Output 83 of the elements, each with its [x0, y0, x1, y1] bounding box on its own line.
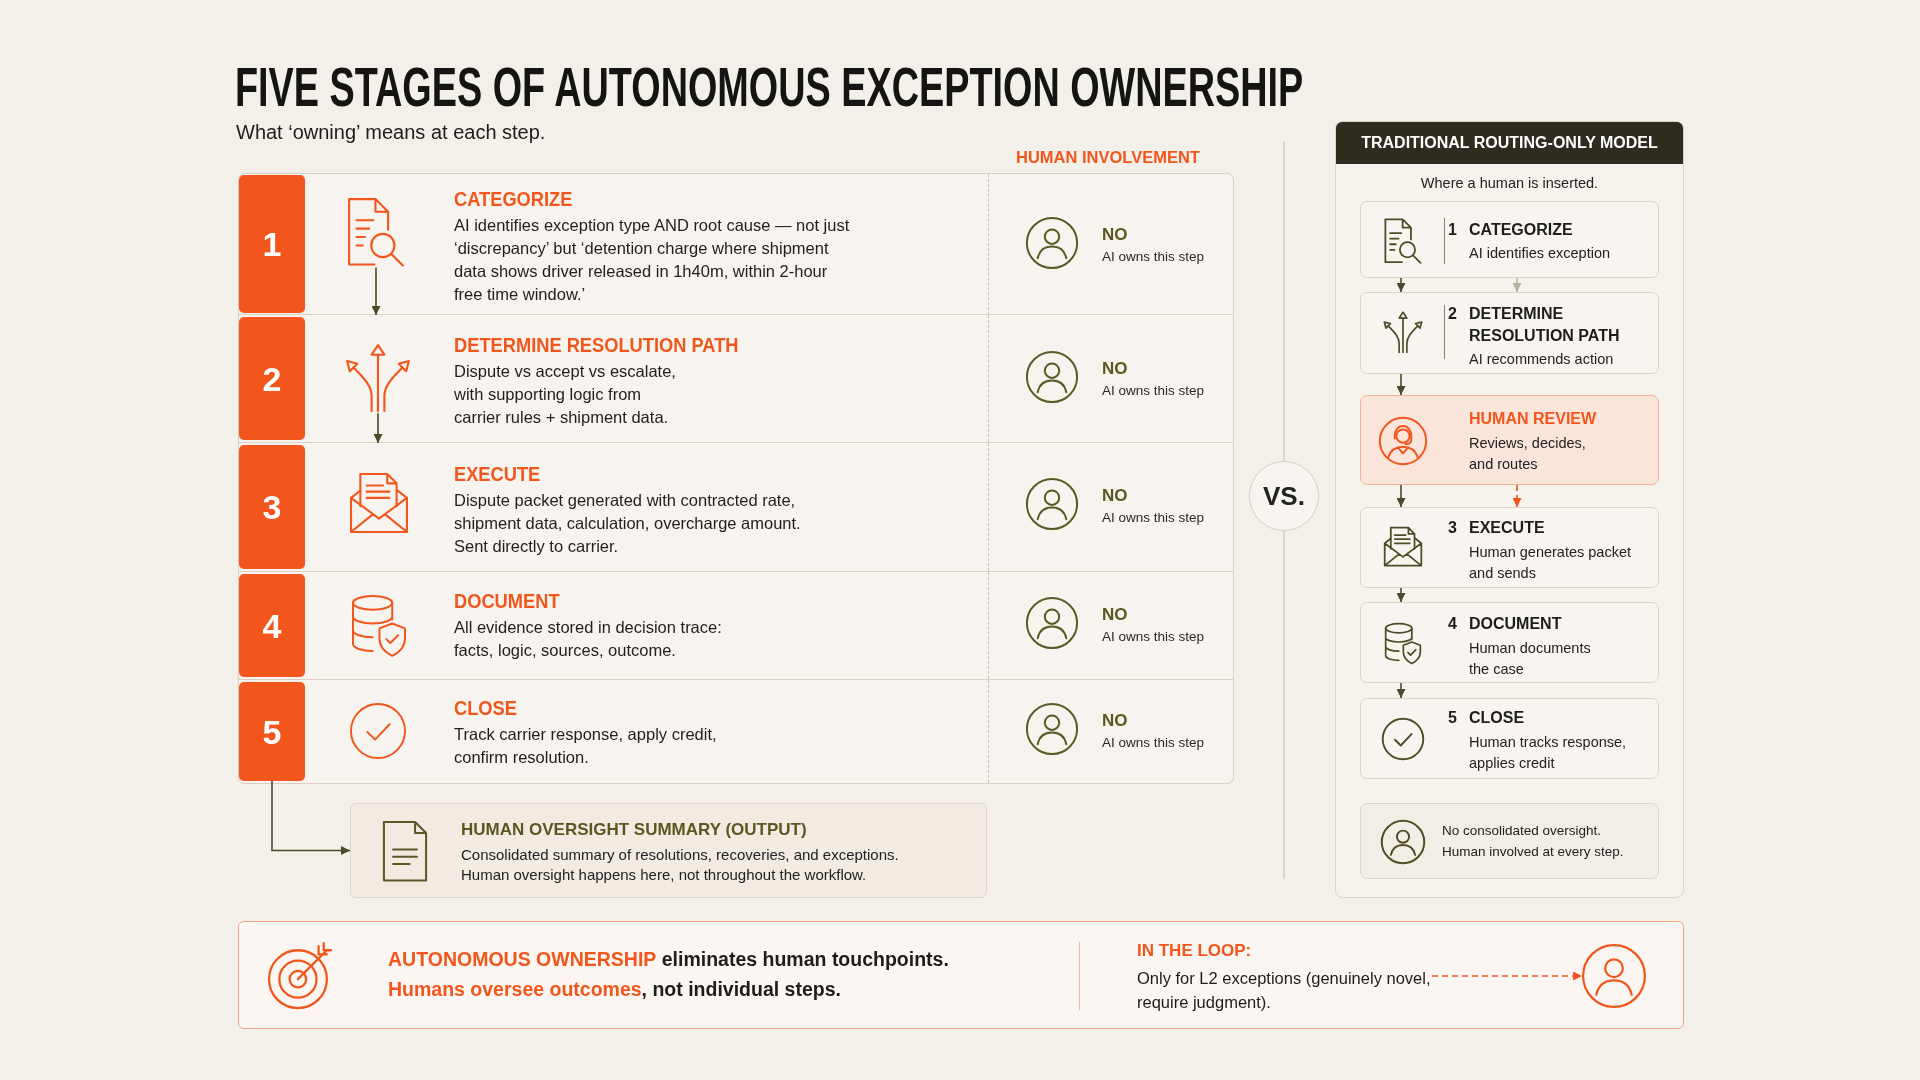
arrow [373, 412, 383, 444]
arrow [371, 266, 381, 316]
loop-text: Only for L2 exceptions (genuinely novel, require judgment). [1137, 968, 1432, 1013]
stage-heading: DOCUMENT [454, 589, 560, 613]
stage-description: Track carrier response, apply credit, confirm resolution. [454, 724, 718, 768]
stage-description: AI identifies exception type AND root cause — not just ‘discrepancy’ but ‘detention charge where shipment data shows driver released in 1h40m, within 2-hour free time window.’ [454, 215, 851, 305]
arrow [1396, 682, 1406, 699]
highlighted-step-box [1360, 395, 1659, 485]
versus-circle: VS. [1249, 461, 1319, 531]
arrow [1396, 373, 1406, 396]
stage-description: Dispute vs accept vs escalate, with supporting logic from carrier rules + shipment data. [454, 361, 677, 428]
step-description: AI identifies exception [1469, 244, 1612, 263]
step-heading: EXECUTE [1469, 518, 1545, 538]
diagram-title: FIVE STAGES OF AUTONOMOUS EXCEPTION OWNERSHIP [235, 59, 1304, 115]
step-heading: CLOSE [1469, 708, 1525, 728]
panel-header: TRADITIONAL ROUTING-ONLY MODEL [1336, 122, 1683, 164]
step-heading: CATEGORIZE [1469, 220, 1573, 240]
step-number: 4 [1448, 614, 1457, 634]
arrow [271, 780, 351, 855]
step-description: AI recommends action [1469, 350, 1615, 369]
stage-number-tab: 2 [239, 317, 305, 440]
split-arrows-icon [345, 343, 411, 414]
summary-banner [238, 921, 1684, 1029]
arrow [1396, 484, 1406, 508]
stage-row [238, 680, 1234, 784]
banner-text: AUTONOMOUS OWNERSHIP eliminates human touchpoints. Humans oversee outcomes, not individual steps. [388, 947, 950, 1002]
involvement-status: NO [1102, 225, 1128, 245]
involvement-note: AI owns this step [1102, 734, 1205, 752]
step-number: 2 [1448, 304, 1457, 324]
summary-box [350, 803, 987, 898]
involvement-note: AI owns this step [1102, 248, 1205, 266]
stage-heading: CLOSE [454, 696, 517, 720]
note-box [1360, 803, 1659, 879]
note-text: No consolidated oversight. Human involved at every step. [1442, 822, 1625, 861]
arrow [1396, 277, 1406, 293]
stage-description: Dispute packet generated with contracted rate, shipment data, calculation, overcharge amount. Sent directly to carrier. [454, 490, 802, 557]
stage-row [238, 173, 1234, 315]
document-search-icon [347, 197, 405, 268]
step-box [1360, 201, 1659, 278]
step-number: 1 [1448, 220, 1457, 240]
loop-heading: IN THE LOOP: [1137, 940, 1252, 962]
step-number: 5 [1448, 708, 1457, 728]
stage-heading: EXECUTE [454, 462, 541, 486]
step-description: Human tracks response, applies credit [1469, 733, 1628, 773]
stage-row [238, 572, 1234, 680]
involvement-status: NO [1102, 711, 1128, 731]
involvement-status: NO [1102, 486, 1128, 506]
panel-subtitle: Where a human is inserted. [1420, 174, 1599, 193]
step-heading: DETERMINE RESOLUTION PATH [1469, 304, 1621, 346]
step-number: 3 [1448, 518, 1457, 538]
stage-number-tab: 3 [239, 445, 305, 569]
step-heading: HUMAN REVIEW [1469, 409, 1597, 429]
arrow [1396, 587, 1406, 603]
step-description: Human generates packet and sends [1469, 543, 1632, 583]
step-box [1360, 292, 1659, 374]
step-description: Reviews, decides, and routes [1469, 434, 1587, 474]
dashed-arrow [1512, 484, 1522, 508]
stage-heading: CATEGORIZE [454, 187, 573, 211]
arrow [1512, 277, 1522, 293]
stage-number-tab: 5 [239, 682, 305, 781]
involvement-status: NO [1102, 359, 1128, 379]
stage-row [238, 315, 1234, 443]
step-heading: DOCUMENT [1469, 614, 1562, 634]
step-box [1360, 698, 1659, 779]
column-header: HUMAN INVOLVEMENT [1016, 147, 1200, 167]
stage-number-tab: 1 [239, 175, 305, 313]
person-icon [1582, 944, 1646, 1008]
involvement-note: AI owns this step [1102, 509, 1205, 527]
step-box [1360, 602, 1659, 683]
involvement-note: AI owns this step [1102, 628, 1205, 646]
comparison-panel [1335, 121, 1684, 898]
stage-description: All evidence stored in decision trace: facts, logic, sources, outcome. [454, 617, 723, 661]
subtitle: What ‘owning’ means at each step. [236, 120, 546, 144]
step-box [1360, 507, 1659, 588]
stage-heading: DETERMINE RESOLUTION PATH [454, 333, 739, 357]
summary-heading: HUMAN OVERSIGHT SUMMARY (OUTPUT) [461, 819, 807, 841]
involvement-note: AI owns this step [1102, 382, 1205, 400]
involvement-status: NO [1102, 605, 1128, 625]
step-description: Human documents the case [1469, 639, 1592, 679]
summary-text: Consolidated summary of resolutions, recoveries, and exceptions. Human oversight happens here, not throughout the workflow. [461, 845, 900, 885]
dashed-arrow [1431, 971, 1583, 981]
stage-row [238, 443, 1234, 572]
stage-number-tab: 4 [239, 574, 305, 677]
